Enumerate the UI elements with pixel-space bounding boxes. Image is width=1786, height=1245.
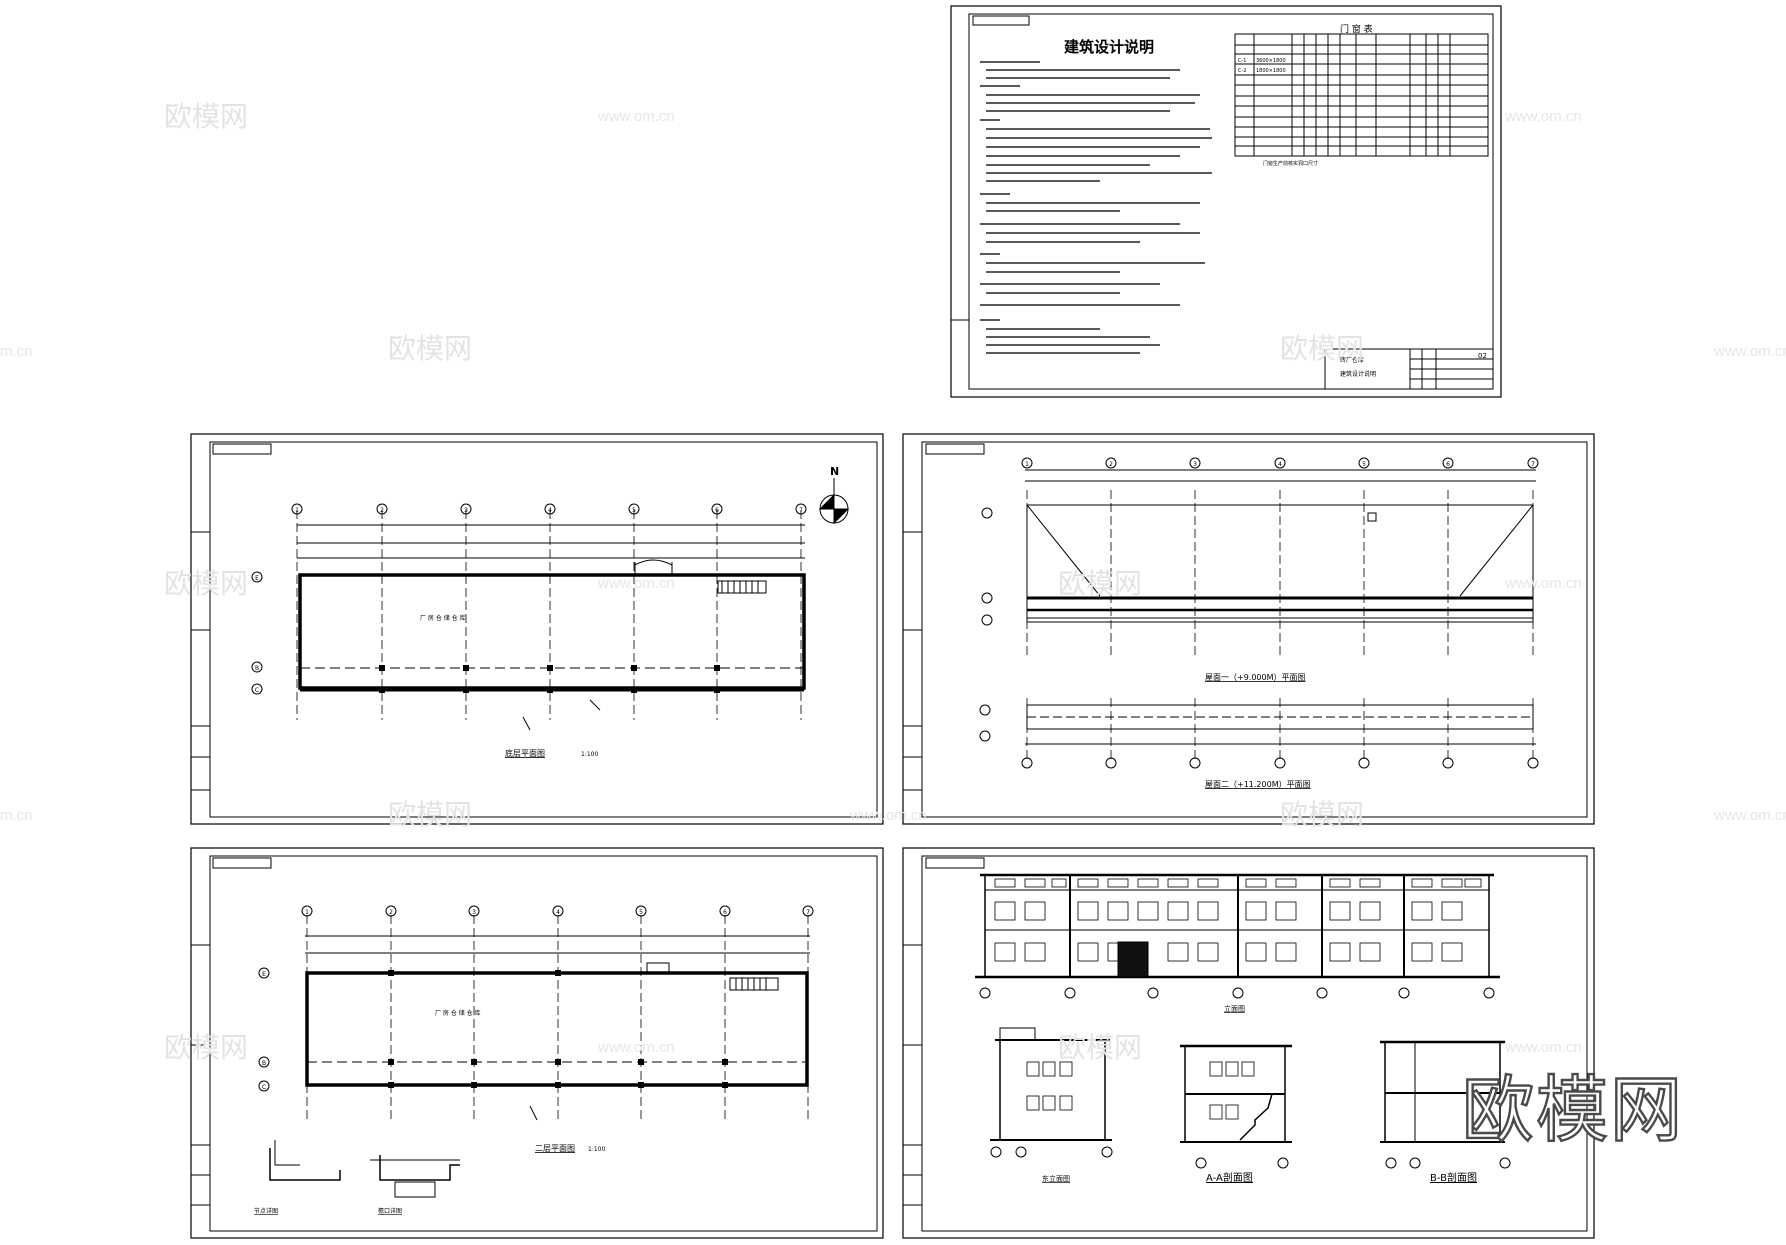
roof2-title: 屋面二（+11.200M）平面图	[1205, 780, 1311, 789]
svg-text:C: C	[255, 687, 259, 694]
svg-text:B: B	[255, 665, 259, 672]
door-row-1-size: 3600×1800	[1256, 58, 1286, 64]
watermark-brand: 欧模网	[164, 1031, 248, 1064]
watermark-url: www.om.cn	[1504, 575, 1582, 592]
watermark-url-partial: m.cn	[0, 343, 33, 360]
svg-text:1: 1	[295, 507, 299, 514]
svg-text:2: 2	[1109, 461, 1113, 468]
room-label-second: 厂 房 仓 储 仓 库	[435, 1009, 481, 1017]
watermark-url: www.om.cn	[1713, 343, 1786, 360]
brand-watermark-large: 欧模网	[1461, 1067, 1685, 1153]
watermark-brand: 欧模网	[388, 798, 472, 831]
watermark-brand: 欧模网	[388, 332, 472, 365]
room-label-ground: 厂 房 仓 储 仓 库	[420, 614, 466, 622]
door-row-1-id: C-1	[1238, 58, 1246, 64]
svg-text:5: 5	[639, 909, 643, 916]
ground-plan-title: 底层平面图	[505, 748, 545, 758]
sheet-number: 02	[1478, 352, 1487, 360]
watermark-brand: 欧模网	[164, 567, 248, 600]
ground-plan-sheet	[190, 433, 884, 825]
watermark-url: www.om.cn	[1504, 1039, 1582, 1056]
svg-text:3: 3	[1193, 461, 1197, 468]
watermark-brand: 欧模网	[164, 100, 248, 133]
ground-plan-scale: 1:100	[581, 751, 598, 758]
watermark-url: www.om.cn	[597, 1039, 675, 1056]
roof1-title: 屋面一（+9.000M）平面图	[1205, 673, 1306, 682]
side-elevation-title: 东立面图	[1042, 1174, 1070, 1183]
second-plan-sheet	[190, 847, 884, 1239]
svg-text:5: 5	[1362, 461, 1366, 468]
elevation-sheet	[902, 847, 1595, 1239]
door-table-title: 门 窗 表	[1340, 23, 1373, 35]
watermark-url: www.om.cn	[1713, 807, 1786, 824]
svg-text:5: 5	[632, 507, 636, 514]
roof-plan-sheet	[902, 433, 1595, 825]
table-note: 门窗生产前核实洞口尺寸	[1263, 160, 1318, 167]
ground-grid-labels: 1 2 3 4 5 6 7 E B C	[255, 507, 803, 694]
svg-text:4: 4	[556, 909, 560, 916]
watermark-brand: 欧模网	[1280, 332, 1364, 365]
watermarks: 欧模网 www.om.cn www.om.cn m.cn 欧模网 欧模网 www…	[0, 100, 1786, 1064]
notes-title: 建筑设计说明	[1064, 38, 1154, 56]
watermark-url: www.om.cn	[849, 807, 927, 824]
svg-text:1: 1	[305, 909, 309, 916]
notes-sheet	[950, 5, 1502, 398]
svg-text:E: E	[255, 575, 259, 582]
roof-grid-labels: 1 2 3 4 5 6 7	[1025, 461, 1535, 468]
detail2-title: 檐口详图	[378, 1207, 402, 1215]
second-plan-title: 二层平面图	[535, 1144, 575, 1153]
front-elevation-title: 立面图	[1224, 1004, 1245, 1013]
svg-text:2: 2	[380, 507, 384, 514]
svg-text:4: 4	[1278, 461, 1282, 468]
watermark-url: www.om.cn	[597, 108, 675, 125]
watermark-brand: 欧模网	[1280, 798, 1364, 831]
svg-text:3: 3	[464, 507, 468, 514]
north-label: N	[830, 465, 839, 478]
second-grid-labels: 1 2 3 4 5 6 7 E B C	[262, 909, 810, 1091]
svg-text:7: 7	[1531, 461, 1535, 468]
svg-text:4: 4	[548, 507, 552, 514]
svg-text:2: 2	[389, 909, 393, 916]
title-block-project: 砖厂仓库	[1340, 356, 1364, 364]
svg-text:6: 6	[1446, 461, 1450, 468]
svg-text:6: 6	[723, 909, 727, 916]
watermark-url: www.om.cn	[597, 575, 675, 592]
svg-text:7: 7	[806, 909, 810, 916]
door-row-2-size: 1800×1800	[1256, 68, 1286, 74]
svg-text:1: 1	[1025, 461, 1029, 468]
svg-text:7: 7	[799, 507, 803, 514]
door-row-2-id: C-2	[1238, 68, 1246, 74]
svg-text:E: E	[262, 971, 266, 978]
title-block-sheet: 建筑设计说明	[1340, 370, 1376, 378]
watermark-url-partial: m.cn	[0, 807, 33, 824]
svg-text:C: C	[262, 1084, 266, 1091]
aa-section-title: A-A剖面图	[1206, 1171, 1253, 1184]
svg-text:3: 3	[472, 909, 476, 916]
svg-text:B: B	[262, 1060, 266, 1067]
watermark-brand: 欧模网	[1058, 1031, 1142, 1064]
svg-text:6: 6	[715, 507, 719, 514]
detail1-title: 节点详图	[254, 1207, 278, 1215]
bb-section-title: B-B剖面图	[1430, 1171, 1477, 1184]
watermark-brand: 欧模网	[1058, 567, 1142, 600]
second-plan-scale: 1:100	[588, 1146, 605, 1153]
watermark-url: www.om.cn	[1504, 108, 1582, 125]
